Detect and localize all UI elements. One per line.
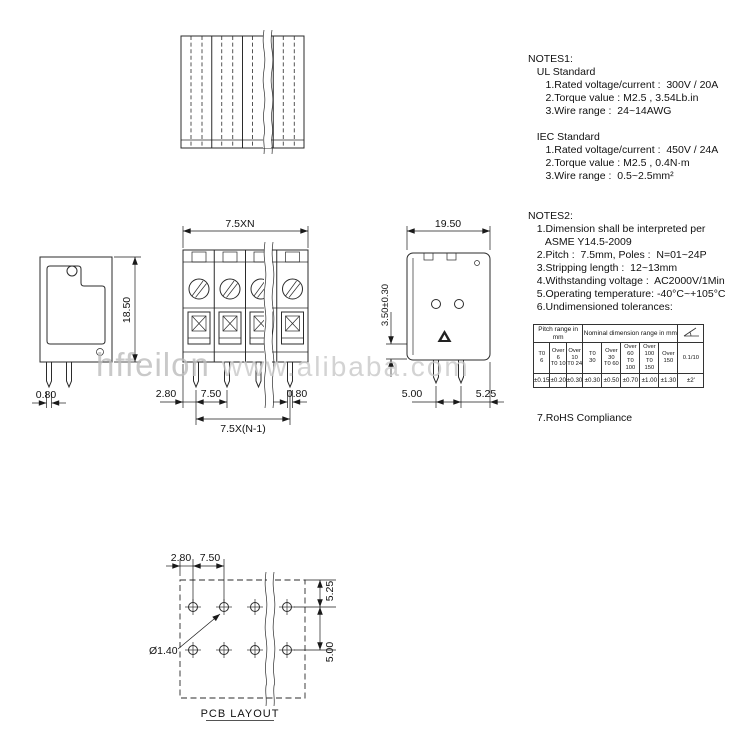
front-view: 7.5XN 2.80 7.50 0.80 7.5X(N-1) — [156, 218, 309, 435]
range-cell: Over 6 T0 10 — [549, 342, 567, 374]
tolerance-table: Pitch range in mm Nominal dimension rang… — [532, 324, 705, 388]
tolerance-cell: ±0.30 — [565, 373, 584, 388]
tolerance-cell: ±1.30 — [658, 373, 679, 388]
angularity-icon — [683, 328, 699, 337]
dim-front-width: 7.5XN — [225, 218, 254, 230]
range-cell: Over 60 T0 100 — [620, 342, 641, 374]
dim-edge-offset: 5.25 — [476, 388, 497, 400]
tolerance-cell: ±0.20 — [549, 373, 567, 388]
top-view — [180, 29, 305, 155]
rohs-note: 7.RoHS Compliance — [537, 412, 633, 424]
notes1-block: NOTES1: UL Standard 1.Rated voltage/curr… — [528, 53, 719, 182]
pcb-holes — [185, 599, 295, 658]
end-view: 19.50 3.50±0.30 5.00 5.25 — [380, 218, 504, 408]
nominal-range-header: Nominal dimension range in mm — [582, 324, 679, 343]
notes2-block: NOTES2: 1.Dimension shall be interpreted… — [528, 210, 726, 313]
dim-pcb-pitch: 7.50 — [200, 552, 221, 564]
dim-row-pitch: 5.00 — [402, 388, 423, 400]
tolerance-cell: ±1.00 — [639, 373, 660, 388]
angularity-symbol-cell — [677, 324, 705, 343]
dim-front-span: 7.5X(N-1) — [220, 423, 266, 435]
range-cell: Over 30 T0 60 — [601, 342, 622, 374]
tolerance-cell: ±0.50 — [601, 373, 622, 388]
dim-pcb-row: 5.00 — [324, 642, 336, 663]
dim-pcb-edge: 5.25 — [324, 581, 336, 602]
range-cell: T0 6 — [532, 342, 551, 374]
pitch-range-header: Pitch range in mm — [532, 324, 584, 343]
range-cell: Over 100 T0 150 — [639, 342, 660, 374]
dim-front-pitch: 7.50 — [201, 388, 222, 400]
range-cell: T0 30 — [582, 342, 603, 374]
pcb-layout-view: 2.80 7.50 5.25 5.00 Ø1.40 PCB LAYOUT — [149, 552, 336, 721]
dim-side-height: 18.50 — [121, 297, 133, 323]
tolerance-cell: ±0.15 — [532, 373, 551, 388]
tolerance-cell: ±0.30 — [582, 373, 603, 388]
range-cell: Over 150 — [658, 342, 679, 374]
angle-ratio-cell: 0.1/10 — [677, 342, 705, 374]
dim-front-pin: 0.80 — [287, 388, 308, 400]
pcb-layout-title: PCB LAYOUT — [201, 708, 280, 720]
dim-side-pin: 0.80 — [36, 389, 57, 401]
angle-tolerance-cell: ±2' — [677, 373, 705, 388]
dim-depth-offset: 3.50±0.30 — [380, 284, 391, 326]
range-cell: Over 10 T0 24 — [565, 342, 584, 374]
side-view: 18.50 0.80 — [32, 256, 141, 408]
dim-front-offset: 2.80 — [156, 388, 177, 400]
dim-pcb-offset: 2.80 — [171, 552, 192, 564]
tolerance-cell: ±0.70 — [620, 373, 641, 388]
dim-depth: 19.50 — [435, 218, 461, 230]
pcb-hole-callout: Ø1.40 — [149, 645, 178, 657]
